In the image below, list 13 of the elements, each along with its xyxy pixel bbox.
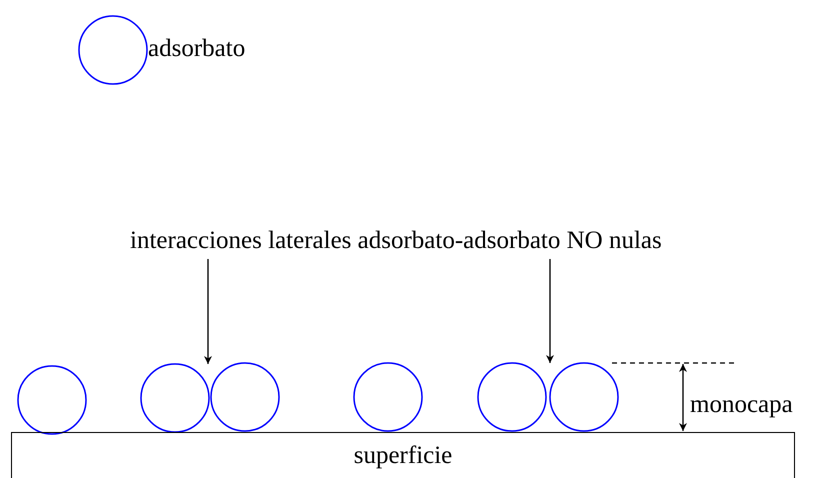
adsorbate-circle	[17, 365, 87, 435]
legend-label: adsorbato	[148, 36, 246, 61]
adsorbate-circle	[210, 362, 280, 432]
surface-slab	[11, 432, 795, 478]
adsorbate-circle	[353, 362, 423, 432]
surface-label: superficie	[354, 443, 452, 468]
dimension-label: monocapa	[690, 392, 793, 417]
adsorbate-circle	[140, 363, 210, 433]
leader-arrow	[204, 259, 212, 364]
annotation-text: interacciones laterales adsorbato-adsorbato NO nulas	[130, 228, 662, 253]
adsorbate-circle	[477, 362, 547, 432]
adsorbate-circle	[549, 362, 619, 432]
leader-arrow	[546, 259, 554, 363]
